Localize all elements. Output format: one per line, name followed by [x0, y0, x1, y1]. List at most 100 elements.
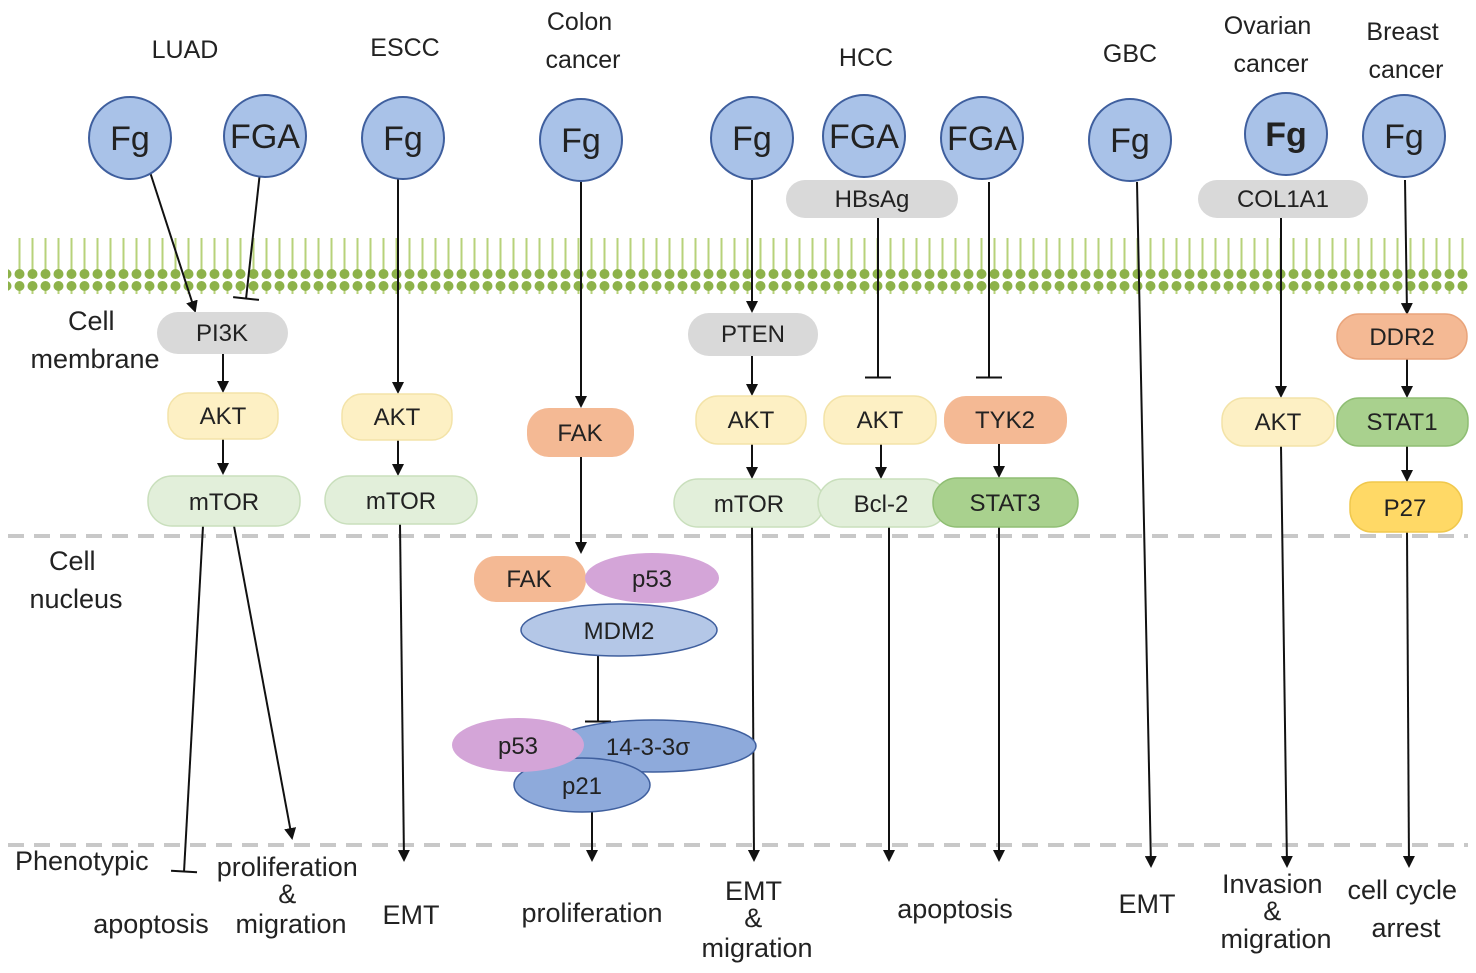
col1a1-pill: COL1A1	[1198, 180, 1368, 218]
edge-hcc-mtor-emt	[747, 526, 760, 862]
colon-p21-node: p21	[513, 757, 651, 813]
luad-akt-node: AKT	[167, 392, 279, 440]
luad-pi3k-label: PI3K	[196, 320, 248, 347]
colon-fak-node: FAK	[527, 408, 634, 457]
luad-fga-ligand: FGA	[223, 94, 307, 178]
phenotype-colon-text: proliferation	[521, 898, 662, 928]
phenotype-breast-line1: cell cycle	[1347, 875, 1457, 905]
phenotype-hcc-emt-line3: migration	[701, 933, 812, 963]
hcc-mtor-label: mTOR	[714, 491, 784, 518]
phenotype-escc-text: EMT	[383, 900, 440, 930]
escc-fg-label: Fg	[383, 120, 423, 158]
breast-stat1-label: STAT1	[1366, 409, 1437, 436]
hcc-mtor-node: mTOR	[673, 478, 825, 528]
phenotype-luad-proliferation-line1: proliferation	[217, 852, 358, 882]
phenotype-escc: EMT	[383, 900, 440, 930]
colon-p53-label: p53	[632, 566, 672, 593]
colon-fak-nuclear-label: FAK	[506, 566, 551, 593]
phenotype-gbc-text: EMT	[1119, 889, 1176, 919]
phenotype-ovarian-line2: &	[1263, 896, 1281, 926]
hbsag-pill: HBsAg	[786, 180, 958, 218]
phenotype-luad-proliferation-line2: &	[278, 879, 296, 909]
edge-luad-fga-pi3k	[233, 171, 261, 301]
phenotype-luad-apoptosis: apoptosis	[93, 909, 209, 939]
gbc-fg-ligand: Fg	[1088, 98, 1172, 182]
edge-gbc-fg-emt	[1136, 181, 1157, 868]
edge-luad-mtor-apoptosis	[170, 525, 204, 874]
breast-stat1-node: STAT1	[1336, 397, 1469, 447]
phenotype-hcc-emt-line2: &	[744, 903, 762, 933]
cancer-label-colon-line2: cancer	[545, 46, 620, 74]
cell-nucleus-label-line2: nucleus	[29, 584, 122, 614]
hcc-fga-ligand-1: FGA	[822, 94, 906, 178]
phenotype-hcc-emt-line1: EMT	[725, 876, 782, 906]
breast-fg-ligand: Fg	[1362, 94, 1446, 178]
colon-p53-bound-node: p53	[452, 718, 584, 772]
luad-pi3k-node: PI3K	[157, 312, 288, 354]
hcc-bcl2-label: Bcl-2	[854, 491, 909, 518]
ovarian-akt-label: AKT	[1255, 409, 1302, 436]
cancer-label-escc-text: ESCC	[370, 34, 439, 62]
edge-luad-mtor-proliferation	[233, 525, 297, 840]
colon-p53-node: p53	[585, 553, 719, 603]
luad-fga-label: FGA	[230, 118, 300, 156]
phenotype-luad-proliferation-line3: migration	[235, 909, 346, 939]
escc-mtor-label: mTOR	[366, 488, 436, 515]
cell-nucleus-label: Cell nucleus	[29, 546, 122, 614]
phenotype-hcc-apoptosis: apoptosis	[897, 894, 1013, 924]
colon-p53-bound-label: p53	[498, 733, 538, 760]
phenotype-hcc-apoptosis-text: apoptosis	[897, 894, 1013, 924]
hcc-akt-label-1: AKT	[728, 407, 775, 434]
ovarian-fg-label: Fg	[1265, 116, 1307, 154]
hcc-pten-node: PTEN	[688, 313, 818, 356]
phenotypic-label: Phenotypic	[15, 846, 149, 876]
hcc-fg-ligand: Fg	[710, 96, 794, 180]
hcc-pten-label: PTEN	[721, 321, 785, 348]
escc-akt-node: AKT	[341, 393, 453, 441]
colon-mdm2-label: MDM2	[584, 618, 655, 645]
escc-fg-ligand: Fg	[361, 96, 445, 180]
cancer-label-escc: ESCC	[370, 34, 439, 62]
ovarian-fg-ligand: Fg	[1244, 92, 1328, 176]
luad-fg-label: Fg	[110, 120, 150, 158]
hcc-stat3-label: STAT3	[969, 490, 1040, 517]
pathway-edges	[149, 171, 1415, 874]
phenotype-breast: cell cycle arrest	[1347, 875, 1464, 943]
edge-breast-p27-arrest	[1402, 531, 1415, 868]
phenotype-breast-line2: arrest	[1371, 913, 1441, 943]
hcc-stat3-node: STAT3	[932, 477, 1079, 528]
ovarian-akt-node: AKT	[1221, 397, 1335, 447]
phenotype-gbc: EMT	[1119, 889, 1176, 919]
colon-mdm2-node: MDM2	[520, 603, 718, 657]
colon-fak-nuclear-node: FAK	[474, 556, 586, 602]
hcc-tyk2-node: TYK2	[944, 396, 1067, 444]
cell-nucleus-label-line1: Cell	[49, 546, 96, 576]
luad-mtor-node: mTOR	[147, 475, 301, 527]
cancer-label-hcc: HCC	[839, 44, 893, 72]
breast-ddr2-node: DDR2	[1336, 313, 1468, 360]
cancer-label-luad: LUAD	[152, 36, 219, 64]
phenotype-colon: proliferation	[521, 898, 662, 928]
cancer-label-gbc-text: GBC	[1103, 40, 1157, 68]
escc-mtor-node: mTOR	[324, 475, 478, 525]
hcc-akt-node-2: AKT	[823, 395, 937, 445]
luad-akt-label: AKT	[200, 403, 247, 430]
hcc-akt-node-1: AKT	[695, 395, 807, 445]
edge-ovarian-akt-invasion	[1280, 445, 1293, 868]
phenotype-luad-proliferation: proliferation & migration	[217, 852, 366, 939]
hcc-fga-label-2: FGA	[947, 120, 1017, 158]
escc-akt-label: AKT	[374, 404, 421, 431]
cancer-label-gbc: GBC	[1103, 40, 1157, 68]
cell-membrane-label-line2: membrane	[30, 344, 159, 374]
hbsag-label: HBsAg	[835, 186, 910, 213]
edge-breast-fg-ddr2	[1400, 179, 1413, 315]
edge-escc-mtor-emt	[397, 523, 410, 862]
phenotype-ovarian: Invasion & migration	[1220, 869, 1331, 954]
hcc-bcl2-node: Bcl-2	[817, 478, 949, 528]
colon-1433-sigma-label: 14-3-3σ	[606, 734, 690, 761]
hcc-tyk2-label: TYK2	[975, 407, 1035, 434]
breast-fg-label: Fg	[1384, 118, 1424, 156]
cancer-label-ovarian-line2: cancer	[1233, 50, 1308, 78]
